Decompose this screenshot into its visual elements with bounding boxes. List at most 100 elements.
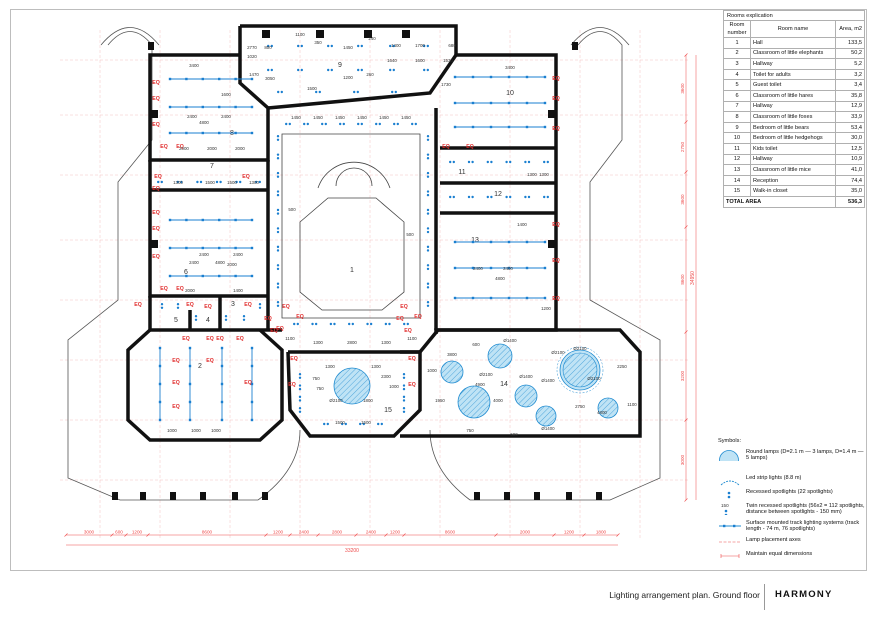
track-spotlight <box>453 101 457 105</box>
twin-spotlight <box>298 384 302 387</box>
track-spotlight <box>250 418 254 422</box>
room-name-cell: Hallway <box>750 58 836 70</box>
eq-mark: EQ <box>270 328 278 334</box>
twin-spotlight <box>276 157 280 160</box>
track-spotlight <box>158 400 162 404</box>
twin-spotlight <box>330 68 333 72</box>
track-spotlight <box>507 125 511 129</box>
interior-dimension: 2000 <box>179 146 189 151</box>
twin-spotlight <box>333 322 336 326</box>
twin-spotlight <box>176 180 179 184</box>
twin-spotlight <box>255 180 258 184</box>
twin-spotlight <box>452 160 455 164</box>
twin-spotlight <box>449 195 452 199</box>
twin-spotlight <box>426 171 430 175</box>
twin-spotlight <box>527 195 531 199</box>
twin-spotlight <box>288 122 291 126</box>
interior-dimension: 4000 <box>493 398 503 403</box>
eq-mark: EQ <box>152 226 160 232</box>
track-spotlight <box>489 101 493 105</box>
room-number-label: 15 <box>384 407 392 414</box>
dimension-label: 8600 <box>445 529 456 534</box>
interior-dimension: Ø2100 <box>573 346 587 351</box>
interior-dimension: 1000 <box>211 428 221 433</box>
legend-item: Led strip lights (8.8 m) <box>718 475 866 485</box>
interior-dimension: 1450 <box>291 115 301 120</box>
interior-dimension: 2400 <box>189 260 199 265</box>
track-spotlight <box>507 266 511 270</box>
interior-dimension: Ø1400 <box>541 426 555 431</box>
track-spotlight <box>201 218 204 222</box>
twin-spotlight <box>467 195 471 199</box>
legend-item-text: Lamp placement axes <box>746 536 801 543</box>
twin-spotlight <box>276 153 280 156</box>
twin-spotlight <box>318 90 321 94</box>
room-number-label: 9 <box>338 62 342 69</box>
legend-item: Recessed spotlights (22 spotlights) <box>718 489 866 499</box>
eq-mark: EQ <box>244 302 252 308</box>
interior-dimension: 2000 <box>207 146 217 151</box>
twin-spotlight <box>224 315 228 318</box>
dimension-label: 600 <box>115 529 123 534</box>
twin-spotlight <box>219 180 222 184</box>
twin-spotlight <box>176 303 180 306</box>
interior-dimension: 1200 <box>343 75 353 80</box>
room-num-cell: 7 <box>723 100 751 113</box>
eq-mark: EQ <box>408 356 416 362</box>
room-num-cell: 11 <box>723 142 751 155</box>
interior-dimension: 1000 <box>191 428 201 433</box>
twin-spotlight <box>402 399 406 402</box>
interior-dimension: 1000 <box>167 428 177 433</box>
twin-spotlight <box>426 267 430 271</box>
twin-spotlight <box>215 180 219 184</box>
track-spotlight <box>188 346 192 350</box>
interior-dimension: 1500 <box>335 420 345 425</box>
track-spotlight <box>507 240 511 244</box>
interior-dimension: Ø1400 <box>519 374 533 379</box>
dimension-tick <box>64 533 68 537</box>
twin-spotlight <box>194 318 198 321</box>
track-spotlight <box>250 218 254 222</box>
room-number-label: 1 <box>350 267 354 274</box>
interior-dimension: 1450 <box>379 115 389 120</box>
twin-spotlight <box>344 422 347 426</box>
twin-spotlight <box>298 410 302 413</box>
room-area-cell: 35,0 <box>835 185 865 197</box>
twin-spotlight <box>157 180 160 184</box>
twin-spotlight <box>426 157 430 160</box>
eq-mark: EQ <box>176 286 184 292</box>
track-spotlight <box>543 101 547 105</box>
twin-spotlight <box>452 195 455 199</box>
interior-dimension: 1450 <box>401 115 411 120</box>
twin-spotlight <box>298 395 302 399</box>
twin-spotlight <box>357 122 360 126</box>
twin-spotlight <box>276 175 280 178</box>
interior-dimension: 4800 <box>215 260 225 265</box>
track-spotlight <box>185 131 188 135</box>
room-area-cell: 10,9 <box>835 153 865 166</box>
twin-spotlight <box>394 90 397 94</box>
twin-spotlight <box>321 122 324 126</box>
twin-spotlight <box>392 68 395 72</box>
twin-spotlight <box>224 318 228 321</box>
interior-dimension: 2300 <box>381 374 391 379</box>
legend-item: Surface mounted track lighting systems (… <box>718 520 866 533</box>
eq-mark: EQ <box>176 144 184 150</box>
twin-spotlight <box>276 190 280 193</box>
interior-dimension: 1300 <box>539 172 549 177</box>
twin-spotlight <box>486 195 489 199</box>
twin-spotlight <box>298 373 302 376</box>
track-spotlight <box>220 382 224 386</box>
dimension-tick <box>110 533 114 537</box>
interior-dimension: 3050 <box>265 76 275 81</box>
track-spotlight <box>168 77 172 81</box>
twin-spotlight <box>276 301 280 304</box>
twin-spotlight <box>402 410 406 413</box>
overall-height-label: 34950 <box>690 271 696 285</box>
